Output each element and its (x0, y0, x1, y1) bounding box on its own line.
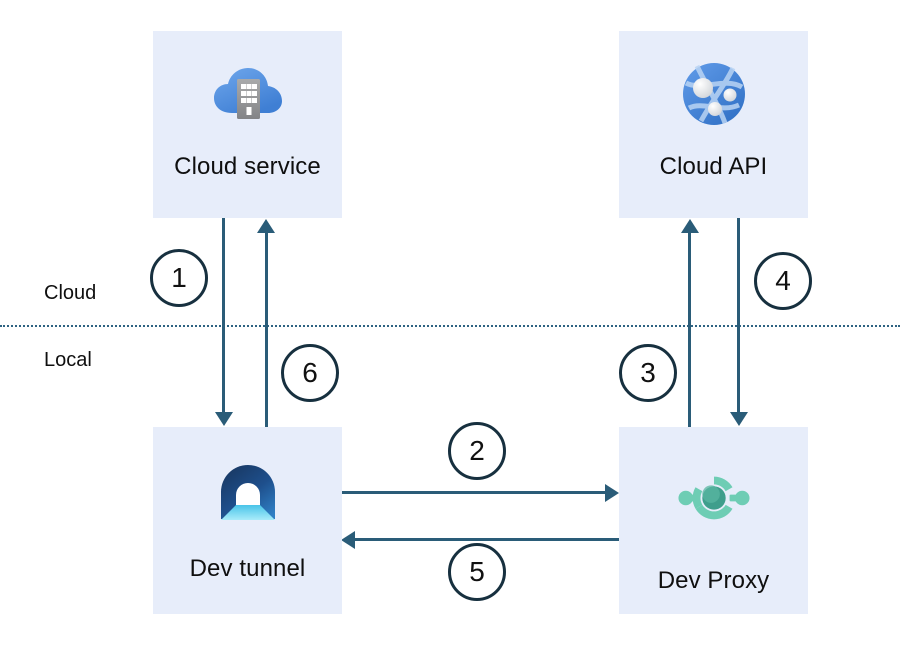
node-dev-proxy-label: Dev Proxy (657, 567, 770, 594)
step-badge-4-number: 4 (775, 265, 791, 296)
node-dev-proxy[interactable]: Dev Proxy (619, 427, 808, 614)
node-cloud-api-label: Cloud API (659, 153, 768, 180)
step-badge-1-number: 1 (171, 262, 187, 293)
step-badge-3-number: 3 (640, 357, 656, 388)
cloud-building-icon (211, 57, 285, 131)
globe-network-icon (677, 57, 751, 131)
tunnel-icon (211, 457, 285, 531)
step-badge-4: 4 (754, 252, 812, 310)
connector-step-3-arrowhead (681, 219, 699, 233)
connector-step-2-line (342, 491, 607, 494)
step-badge-2-number: 2 (469, 435, 485, 466)
step-badge-5: 5 (448, 543, 506, 601)
step-badge-2: 2 (448, 422, 506, 480)
connector-step-1-line (222, 218, 225, 414)
node-cloud-service-label: Cloud service (174, 153, 321, 180)
connector-step-5-arrowhead (341, 531, 355, 549)
dev-proxy-target-icon (677, 461, 751, 535)
zone-label-local: Local (44, 349, 92, 371)
node-cloud-service[interactable]: Cloud service (153, 31, 342, 218)
zone-label-cloud: Cloud (44, 282, 97, 304)
cloud-local-boundary-line (0, 325, 900, 327)
node-dev-tunnel[interactable]: Dev tunnel (153, 427, 342, 614)
connector-step-6-arrowhead (257, 219, 275, 233)
step-badge-6-number: 6 (302, 357, 318, 388)
connector-step-4-arrowhead (730, 412, 748, 426)
step-badge-5-number: 5 (469, 556, 485, 587)
connector-step-3-line (688, 232, 691, 427)
connector-step-5-line (355, 538, 619, 541)
step-badge-3: 3 (619, 344, 677, 402)
node-dev-tunnel-label: Dev tunnel (189, 555, 306, 582)
connector-step-4-line (737, 218, 740, 414)
step-badge-1: 1 (150, 249, 208, 307)
connector-step-6-line (265, 232, 268, 427)
connector-step-1-arrowhead (215, 412, 233, 426)
node-cloud-api[interactable]: Cloud API (619, 31, 808, 218)
step-badge-6: 6 (281, 344, 339, 402)
connector-step-2-arrowhead (605, 484, 619, 502)
